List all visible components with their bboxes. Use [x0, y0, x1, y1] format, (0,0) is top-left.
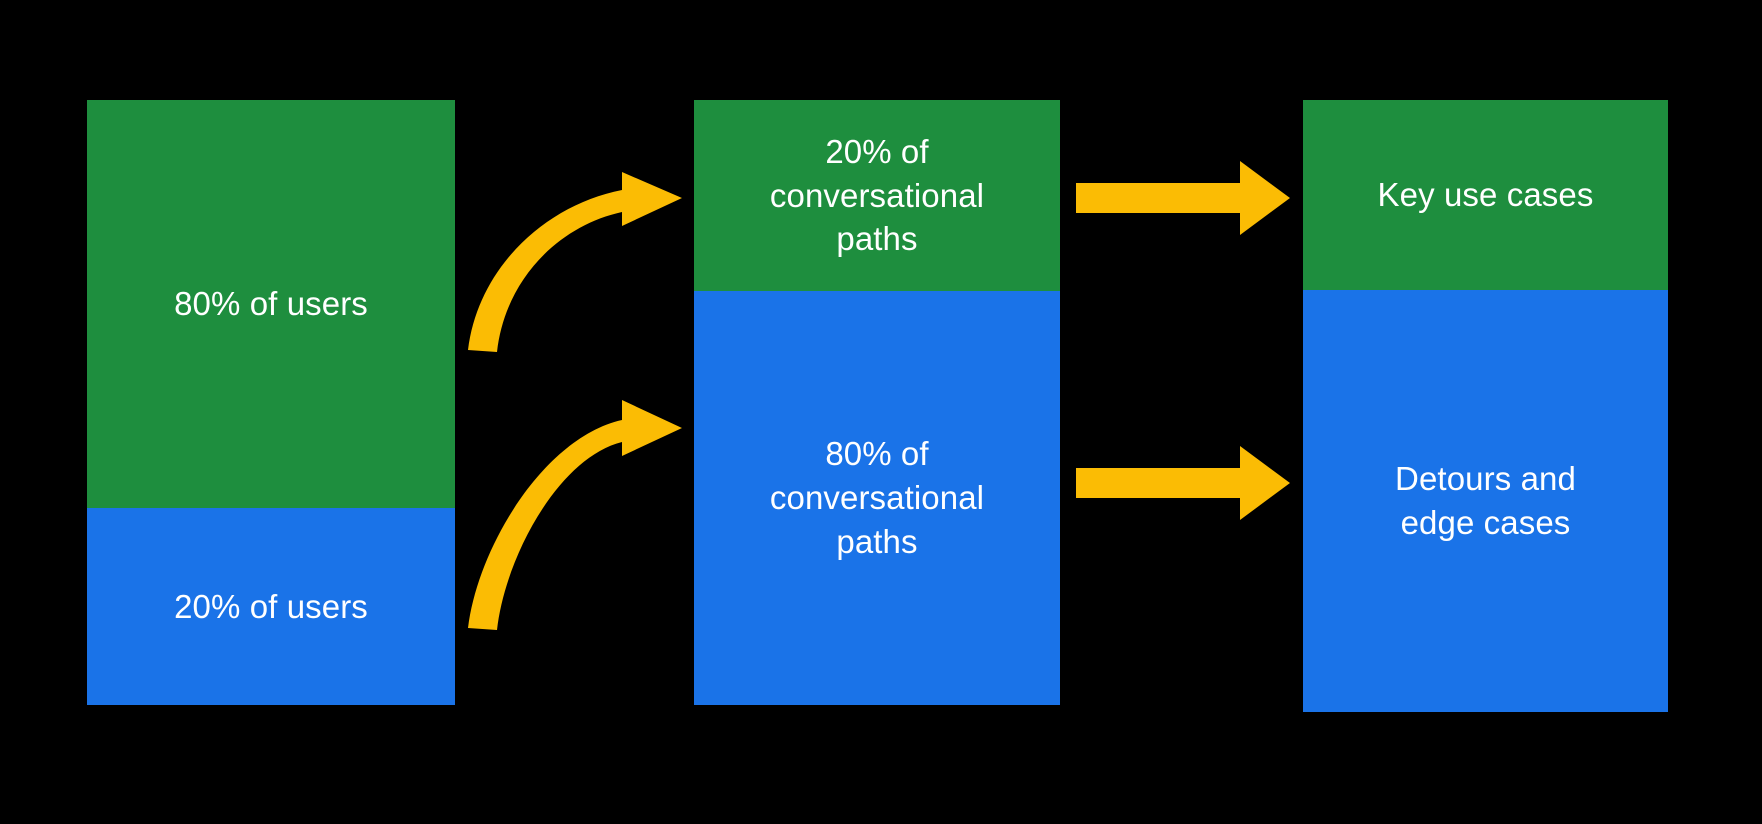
segment-users-minority: 20% of users [87, 508, 455, 705]
segment-label: 20% of conversational paths [769, 132, 985, 258]
segment-paths-majority: 80% of conversational paths [694, 291, 1060, 705]
segment-label: 20% of users [174, 587, 368, 625]
segment-label: 80% of users [174, 285, 368, 323]
segment-users-majority: 80% of users [87, 100, 455, 508]
curved-arrow-upper-icon [468, 172, 682, 352]
segment-paths-minority: 20% of conversational paths [694, 100, 1060, 291]
segment-detours-edge-cases: Detours and edge cases [1303, 290, 1668, 712]
segment-label: Detours and edge cases [1395, 460, 1576, 541]
straight-arrow-upper-icon [1076, 161, 1290, 235]
straight-arrow-lower-icon [1076, 446, 1290, 520]
segment-key-use-cases: Key use cases [1303, 100, 1668, 290]
segment-label: 80% of conversational paths [769, 435, 985, 560]
column-outcomes: Key use cases Detours and edge cases [1303, 100, 1668, 712]
column-conversational-paths: 20% of conversational paths 80% of conve… [694, 100, 1060, 705]
column-users: 80% of users 20% of users [87, 100, 455, 705]
curved-arrow-lower-icon [468, 400, 682, 630]
segment-label: Key use cases [1377, 176, 1594, 214]
